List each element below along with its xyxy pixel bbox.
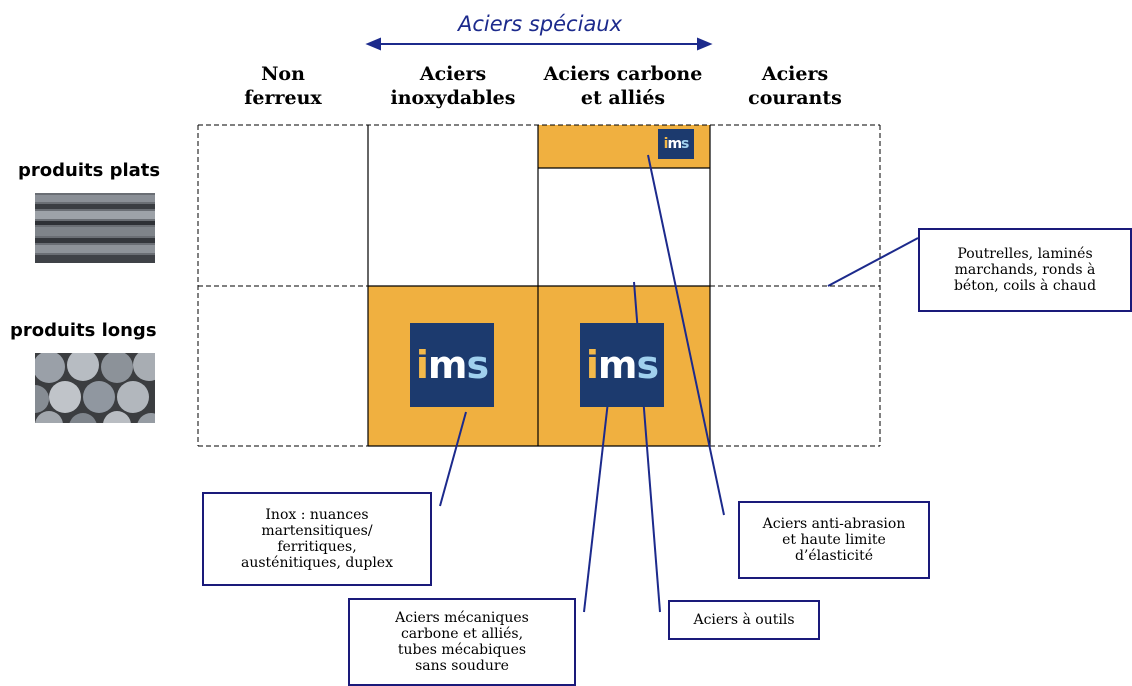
callout-line: Aciers à outils — [693, 612, 795, 628]
long-products-photo — [35, 353, 155, 423]
logo-letter-i: i — [663, 136, 669, 152]
callout-line: austénitiques, duplex — [240, 555, 393, 571]
callout-line: et haute limite — [782, 532, 886, 548]
callout-mecaniques: Aciers mécaniques carbone et alliés, tub… — [348, 598, 576, 686]
callout-line: Poutrelles, laminés — [957, 246, 1093, 262]
logo-letter-s: s — [636, 343, 660, 387]
callout-line: d’élasticité — [794, 548, 874, 564]
callout-line: ferritiques, — [277, 539, 357, 555]
column-header-non-ferreux: Non ferreux — [198, 62, 368, 110]
logo-letter-i: i — [415, 343, 429, 387]
column-header-line2: courants — [748, 87, 842, 109]
aciers-speciaux-label: Aciers spéciaux — [457, 12, 623, 36]
logo-letter-m: m — [597, 343, 638, 387]
logo-letter-i: i — [585, 343, 599, 387]
callout-line: Aciers mécaniques — [395, 610, 529, 626]
callout-line: Aciers anti-abrasion — [762, 516, 906, 532]
logo-letter-m: m — [667, 136, 682, 152]
column-header-line1: Aciers — [419, 63, 487, 85]
callout-inox: Inox : nuances martensitiques/ ferritiqu… — [202, 492, 432, 586]
column-header-line2: inoxydables — [390, 87, 516, 109]
callout-line: carbone et alliés, — [400, 626, 524, 642]
callout-line: sans soudure — [415, 658, 509, 674]
column-header-line2: et alliés — [580, 87, 666, 109]
double-arrow-icon — [365, 37, 713, 51]
leader-lines — [439, 154, 919, 613]
callout-outils: Aciers à outils — [668, 600, 820, 640]
callout-anti-abrasion: Aciers anti-abrasion et haute limite d’é… — [738, 501, 930, 579]
callout-line: marchands, ronds à — [954, 262, 1096, 278]
row-label-produits-plats: produits plats — [18, 160, 161, 181]
callout-line: tubes mécabiques — [397, 642, 527, 658]
callout-line: Inox : nuances — [265, 507, 369, 523]
callout-line: béton, coils à chaud — [953, 278, 1097, 294]
column-header-inoxydables: Aciers inoxydables — [368, 62, 538, 110]
column-header-line1: Non — [261, 63, 305, 85]
logo-letter-s: s — [681, 136, 689, 152]
column-header-courants: Aciers courants — [710, 62, 880, 110]
column-header-carbone-allies: Aciers carbone et alliés — [532, 62, 714, 110]
grid-solid — [367, 125, 711, 447]
callout-line: martensitiques/ — [261, 523, 373, 539]
leader-anti-abrasion — [647, 154, 725, 516]
leader-inox — [439, 411, 467, 507]
column-header-line1: Aciers — [761, 63, 829, 85]
column-header-line1: Aciers carbone — [543, 63, 703, 85]
row-label-produits-longs: produits longs — [10, 320, 157, 341]
callout-poutrelles: Poutrelles, laminés marchands, ronds à b… — [918, 228, 1132, 312]
logo-letter-s: s — [466, 343, 490, 387]
leader-poutrelles — [827, 237, 919, 287]
leader-mecaniques — [583, 383, 611, 613]
column-header-line2: ferreux — [244, 87, 322, 109]
flat-products-photo — [35, 193, 155, 263]
logo-letter-m: m — [427, 343, 468, 387]
